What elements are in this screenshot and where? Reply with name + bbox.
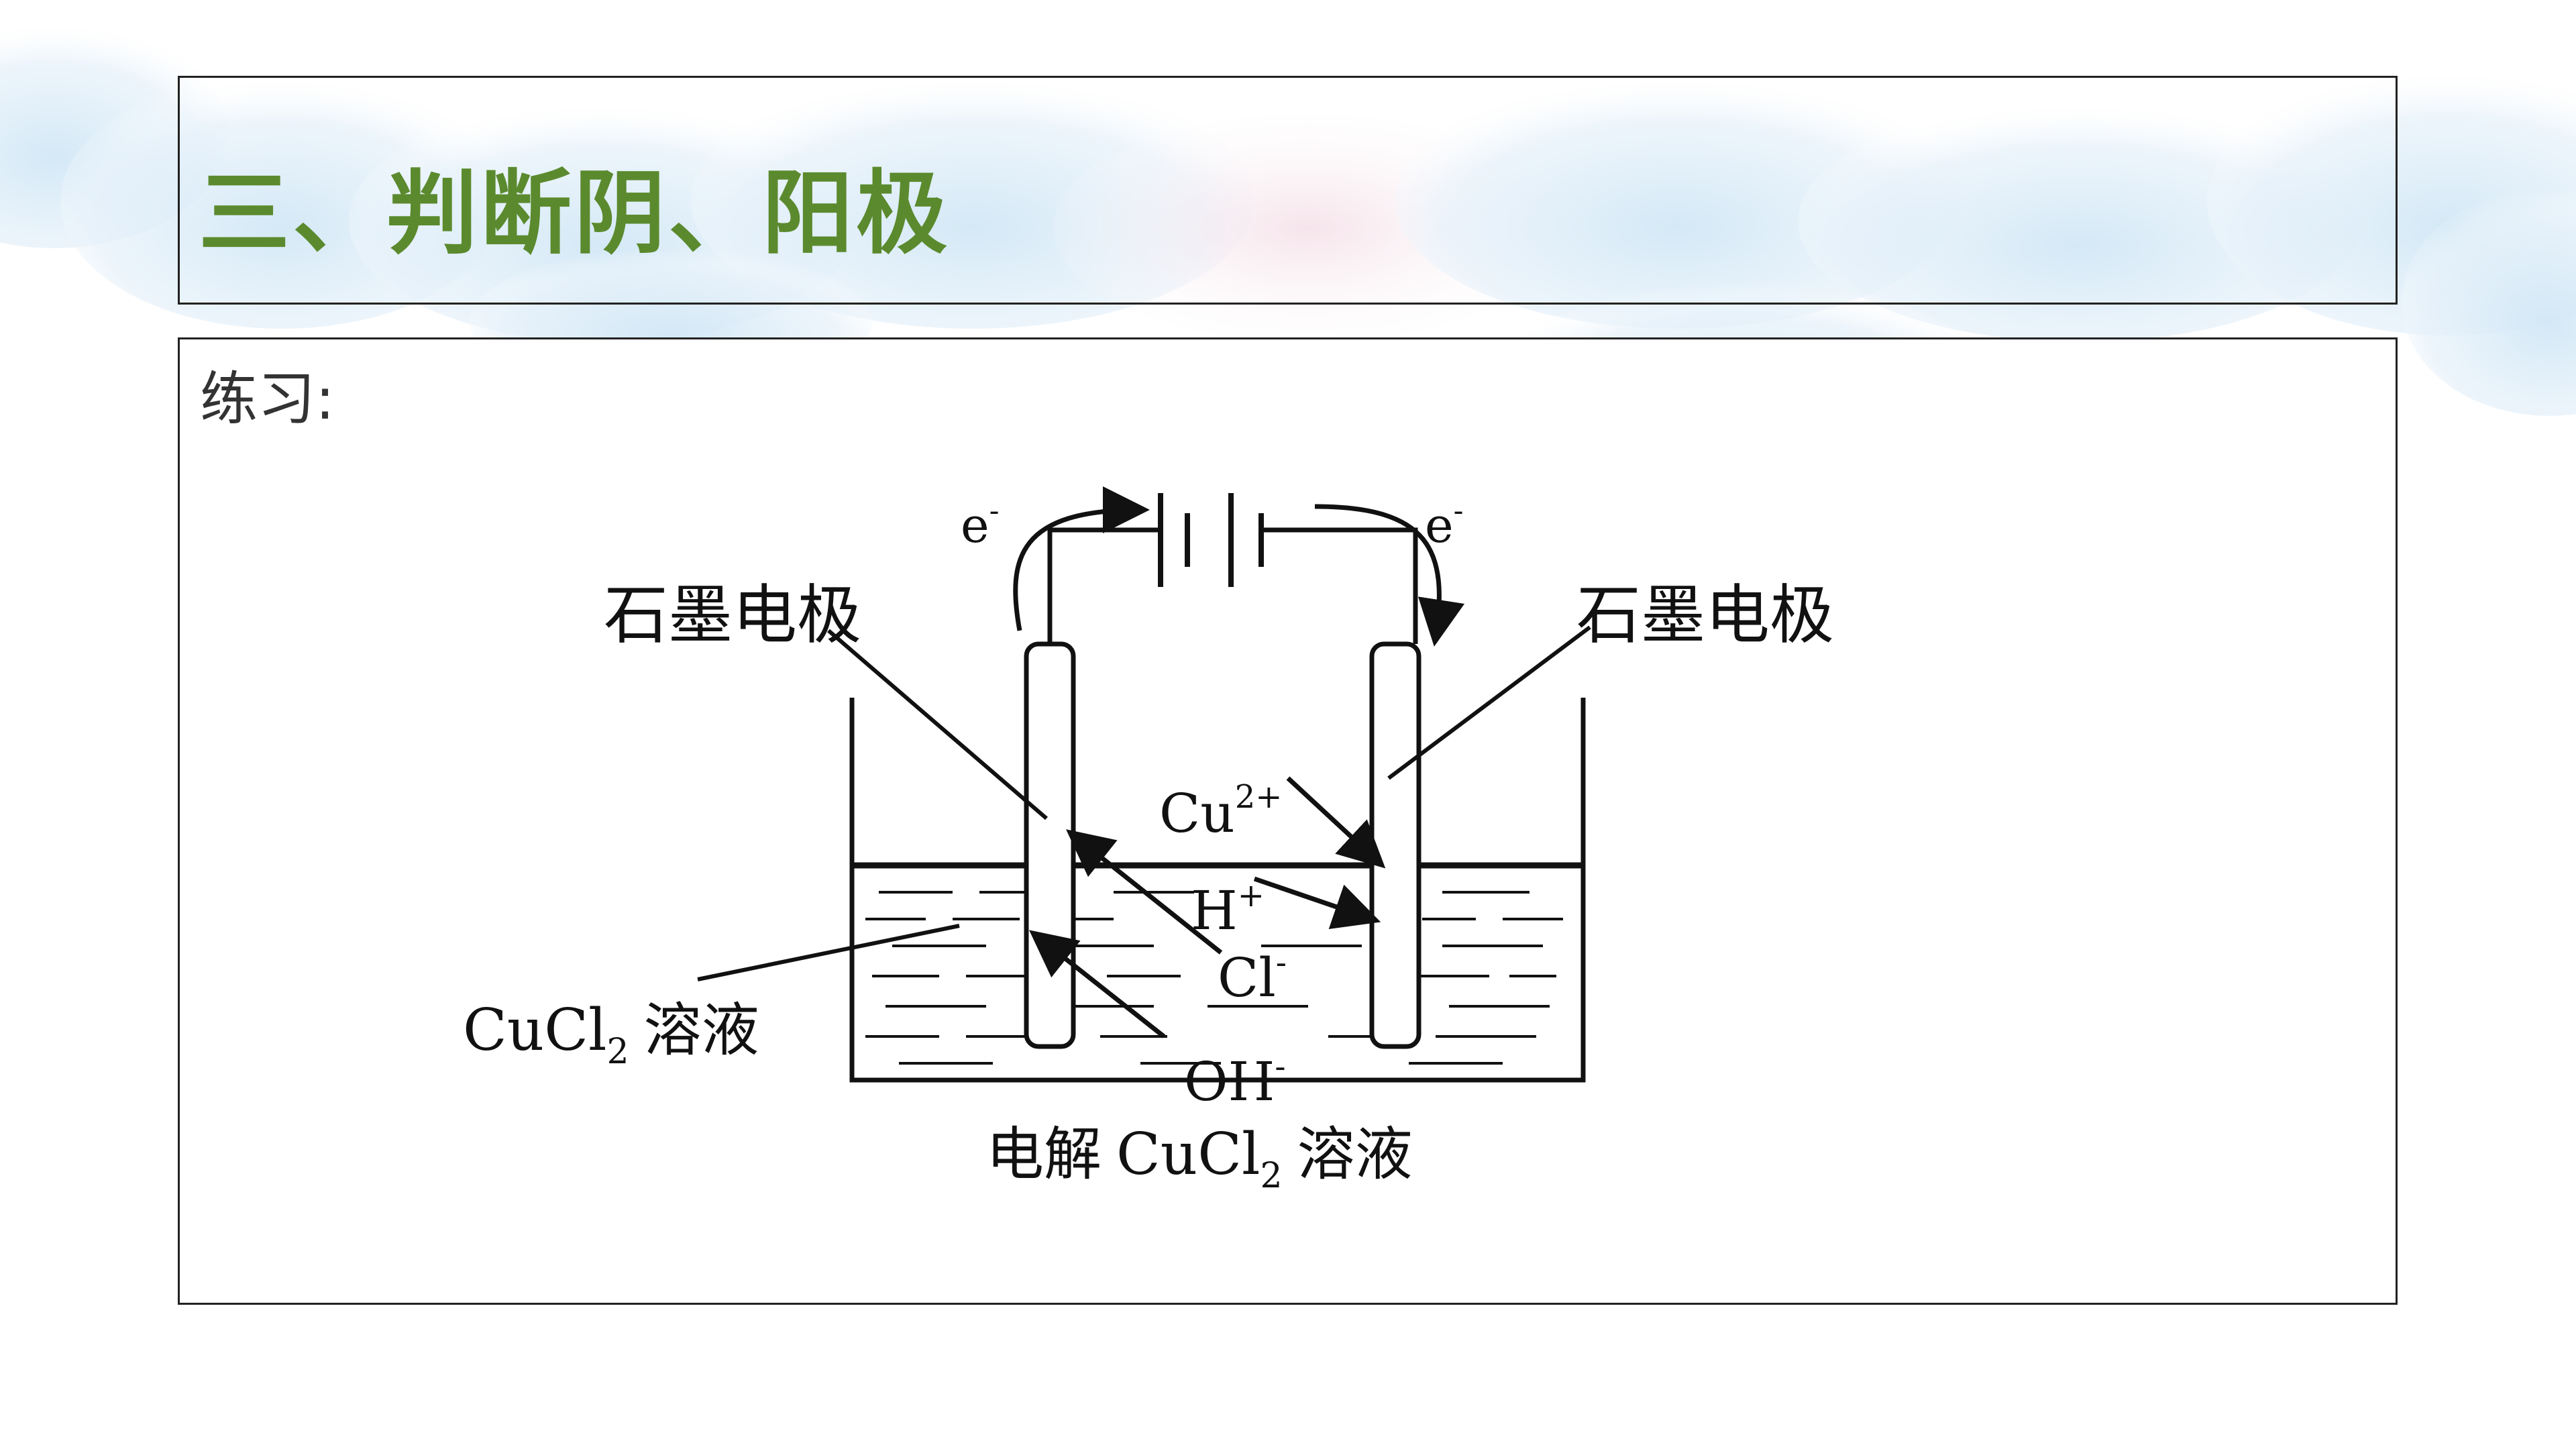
leader-right-electrode <box>1387 625 1591 780</box>
slide-title: 三、判断阴、阳极 <box>199 161 950 267</box>
battery-icon <box>1158 493 1264 587</box>
electron-flow-right-arrow <box>1314 504 1465 647</box>
right-electrode <box>1369 641 1421 1049</box>
title-box: 三、判断阴、阳极 <box>178 76 2398 305</box>
oh-ion-label: OH- <box>1184 1048 1286 1113</box>
leader-solution <box>697 924 960 981</box>
h-ion-label: H+ <box>1191 877 1265 942</box>
leader-left-electrode <box>827 629 1048 820</box>
electrode-label-right: 石墨电极 <box>1576 578 1834 653</box>
electron-label-right: e- <box>1425 494 1463 553</box>
electrode-label-left: 石墨电极 <box>604 578 861 653</box>
cu-ion-label: Cu2+ <box>1159 778 1283 845</box>
content-box: 练习: <box>178 337 2398 1305</box>
cl-ion-label: Cl- <box>1218 944 1287 1009</box>
h-ion-arrow <box>1253 876 1381 929</box>
beaker <box>849 698 1586 1083</box>
electron-label-left: e- <box>961 494 999 553</box>
practice-label: 练习: <box>200 366 335 433</box>
cloud-band-top <box>0 20 2576 470</box>
cl-ion-arrow <box>1066 829 1223 955</box>
left-electrode <box>1024 641 1076 1049</box>
electron-flow-left-arrow <box>1013 486 1150 631</box>
cu-ion-arrow <box>1286 776 1386 869</box>
oh-ion-arrow <box>1029 930 1166 1038</box>
